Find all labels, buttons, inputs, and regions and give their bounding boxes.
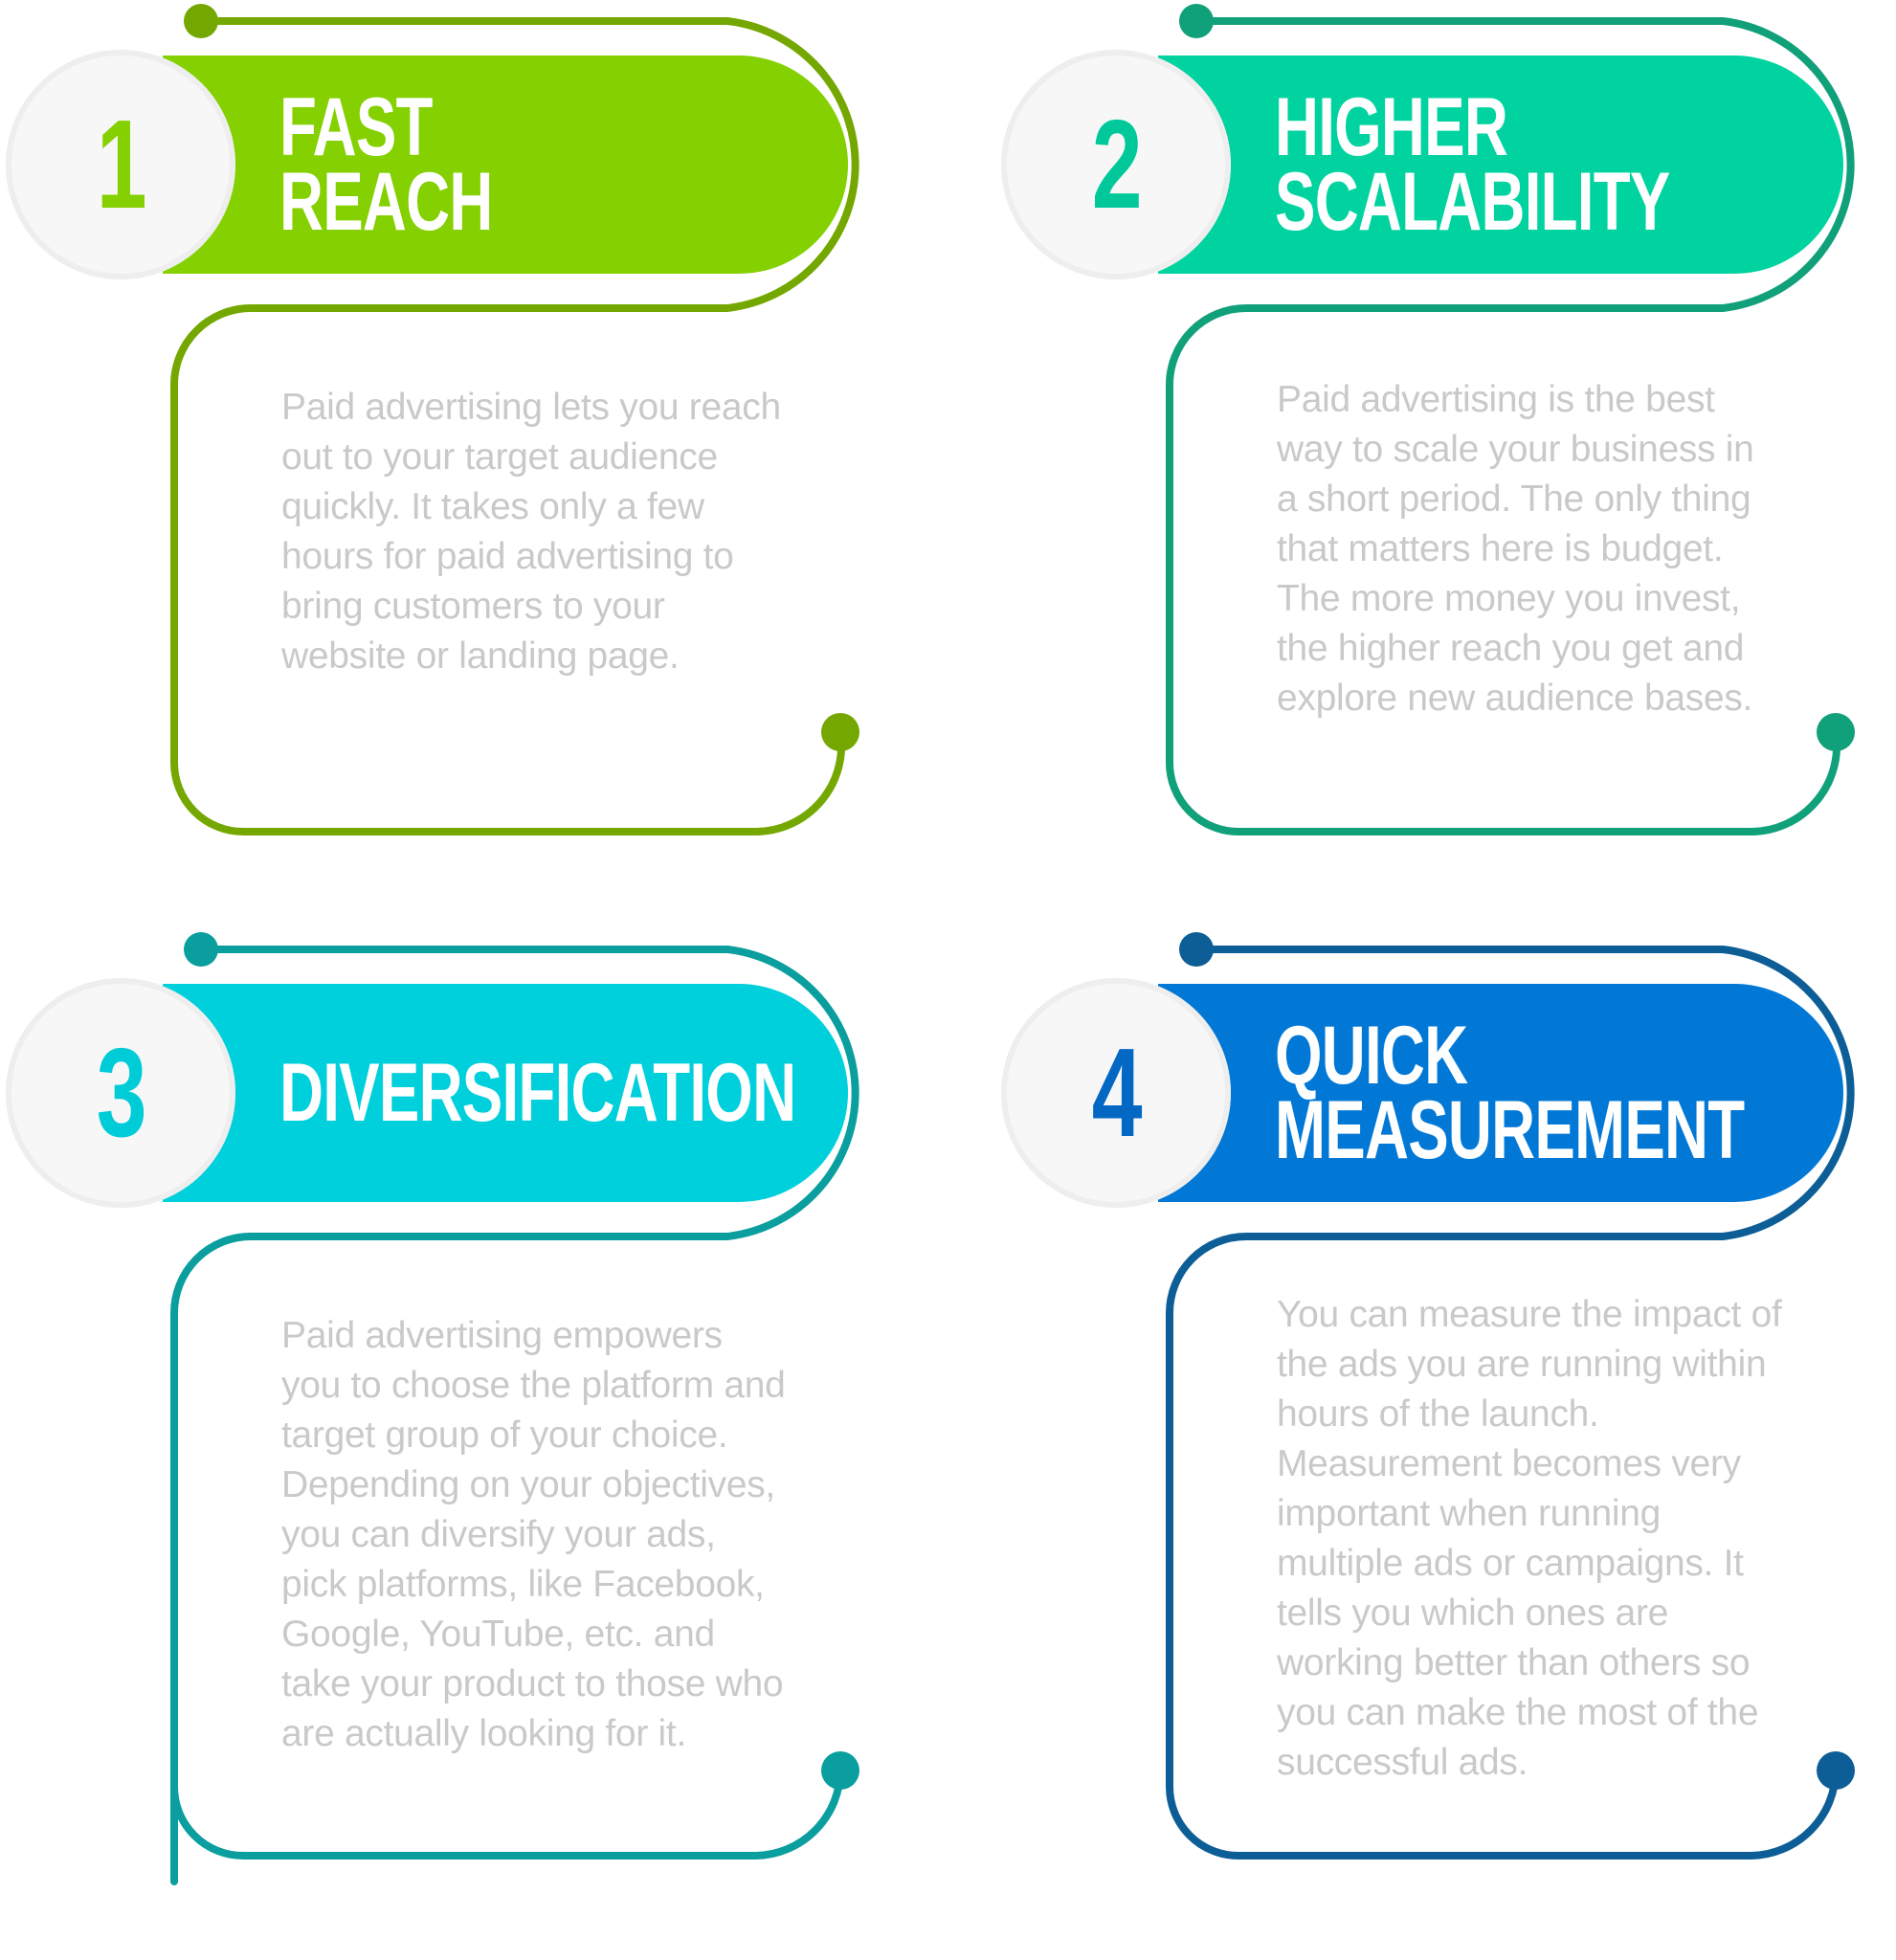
connector-line [1166,946,1855,1791]
title-pill [1158,56,1843,274]
title-line: REACH [279,156,493,248]
card-diversification: 3 DIVERSIFICATION Paid advertising empow… [0,928,948,1885]
step-number: 3 [97,1022,147,1163]
title-line: DIVERSIFICATION [279,1047,796,1139]
start-dot [184,932,218,967]
title-line: FAST [279,81,433,173]
number-badge: 2 [1001,50,1231,279]
card-title: HIGHER SCALABILITY [1275,54,1700,276]
connector-line-bottom [1166,1767,1840,1860]
card-description: Paid advertising is the best way to scal… [1277,379,1754,719]
step-number: 4 [1092,1022,1143,1163]
card-title: QUICK MEASUREMENT [1275,982,1745,1204]
card-frame [1158,4,1855,835]
card-frame [1158,932,1855,1860]
card-description: Paid advertising lets you reach out to y… [281,387,781,677]
card-quick-measurement: 4 QUICK MEASUREMENT You can measure the … [995,928,1896,1885]
connector-line [170,946,859,1885]
start-dot [1179,4,1214,38]
start-dot [1179,932,1214,967]
card-description: Paid advertising empowers you to choose … [281,1315,786,1754]
start-dot [184,4,218,38]
title-line: SCALABILITY [1275,156,1670,248]
end-dot [1817,713,1855,751]
connector-line-bottom [170,1309,844,1860]
card-title: FAST REACH [279,54,704,276]
card-title: DIVERSIFICATION [279,982,796,1204]
end-dot [821,1751,859,1790]
card-higher-scalability: 2 HIGHER SCALABILITY Paid advertising is… [995,0,1896,957]
connector-line [170,17,859,835]
title-line: HIGHER [1275,81,1508,173]
title-pill [1158,984,1843,1202]
end-dot [821,713,859,751]
title-pill [163,984,848,1202]
title-line: QUICK [1275,1010,1468,1102]
card-description: You can measure the impact of the ads yo… [1277,1294,1782,1783]
card-frame [163,932,859,1885]
end-dot [1817,1751,1855,1790]
number-badge: 4 [1001,978,1231,1208]
title-pill [163,56,848,274]
connector-line [1166,17,1855,835]
step-number: 2 [1092,94,1143,234]
card-fast-reach: 1 FAST REACH Paid advertising lets you r… [0,0,948,957]
number-badge: 1 [6,50,235,279]
card-frame [163,4,859,835]
title-line: MEASUREMENT [1275,1084,1745,1176]
step-number: 1 [97,94,147,234]
number-badge: 3 [6,978,235,1208]
